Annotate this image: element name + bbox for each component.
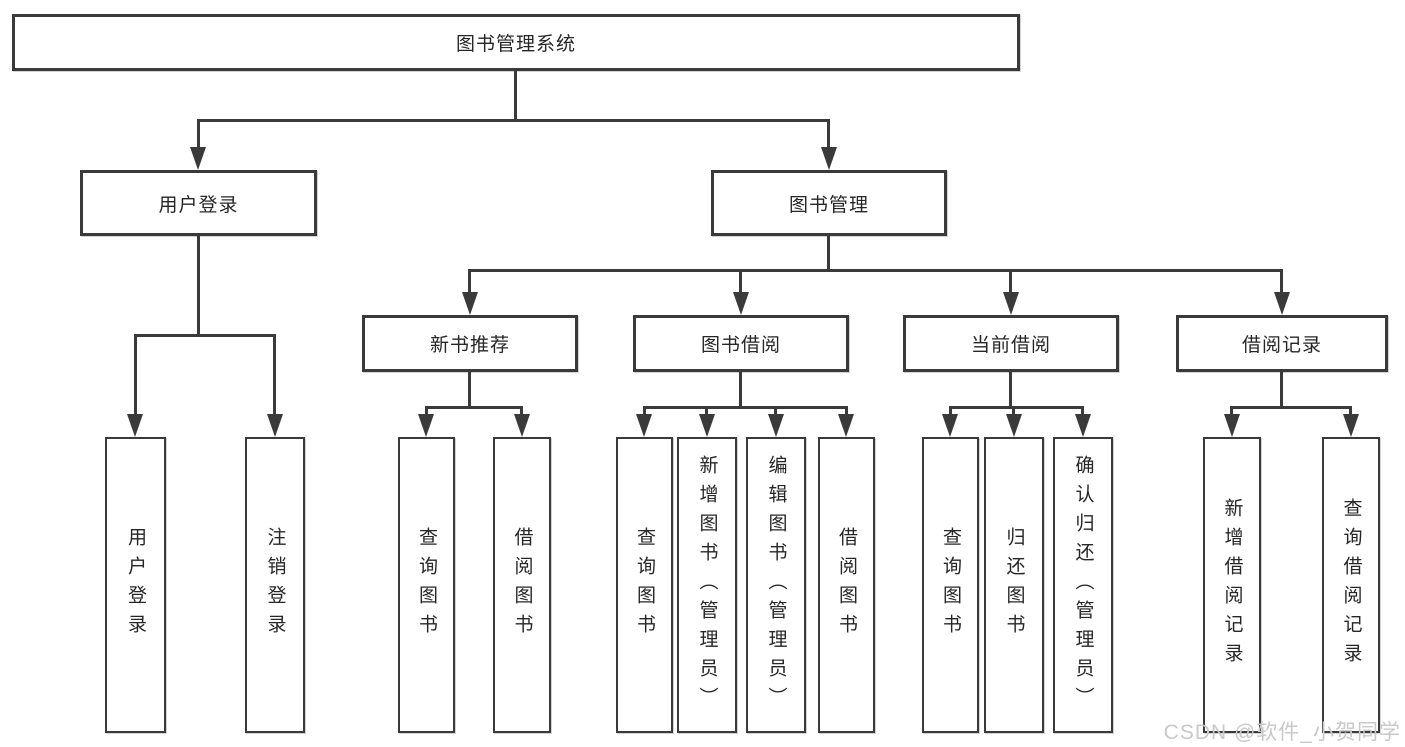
edge-root-stem bbox=[514, 70, 517, 121]
edge-drop-cb-confirm bbox=[1081, 406, 1084, 416]
arrow-down-icon bbox=[699, 414, 715, 437]
leaf-br-add-record-label: 新增借阅记录 bbox=[1221, 498, 1243, 672]
leaf-nb-borrow-books: 借阅图书 bbox=[493, 437, 551, 733]
arrow-down-icon bbox=[267, 414, 283, 437]
edge-drop-bb-borrow bbox=[845, 406, 848, 416]
arrow-down-icon bbox=[821, 147, 837, 170]
node-user-login: 用户登录 bbox=[80, 170, 317, 236]
edge-level2-bar bbox=[197, 119, 830, 122]
leaf-bb-add-books-label: 新增图书（管理员） bbox=[696, 454, 718, 716]
leaf-bb-add-books: 新增图书（管理员） bbox=[677, 437, 737, 733]
edge-drop-br-query bbox=[1349, 406, 1352, 416]
node-book-mgmt: 图书管理 bbox=[711, 170, 947, 236]
edge-drop-book-borrow bbox=[739, 269, 742, 295]
node-book-mgmt-label: 图书管理 bbox=[788, 194, 869, 216]
edge-drop-bb-query bbox=[643, 406, 646, 416]
leaf-bb-borrow-books: 借阅图书 bbox=[818, 437, 875, 733]
edge-borrow-records-bar bbox=[1230, 406, 1352, 409]
node-root-label: 图书管理系统 bbox=[455, 34, 576, 55]
leaf-cb-confirm-return-label: 确认归还（管理员） bbox=[1072, 454, 1094, 716]
edge-borrow-records-stem bbox=[1280, 372, 1283, 409]
arrow-down-icon bbox=[942, 414, 958, 437]
leaf-bb-edit-books-label: 编辑图书（管理员） bbox=[765, 454, 787, 716]
edge-drop-cb-return bbox=[1012, 406, 1015, 416]
arrow-down-icon bbox=[1006, 414, 1022, 437]
edge-drop-leaf-logout bbox=[273, 334, 276, 416]
leaf-bb-borrow-books-label: 借阅图书 bbox=[836, 527, 857, 643]
arrow-down-icon bbox=[514, 414, 530, 437]
edge-drop-bb-add bbox=[705, 406, 708, 416]
leaf-br-add-record: 新增借阅记录 bbox=[1203, 437, 1261, 733]
leaf-nb-query-books: 查询图书 bbox=[398, 437, 455, 733]
leaf-bb-query-books: 查询图书 bbox=[616, 437, 673, 733]
arrow-down-icon bbox=[1274, 292, 1290, 315]
edge-drop-br-add bbox=[1230, 406, 1233, 416]
arrow-down-icon bbox=[838, 414, 854, 437]
leaf-br-query-record-label: 查询借阅记录 bbox=[1340, 498, 1362, 672]
arrow-down-icon bbox=[127, 414, 143, 437]
arrow-down-icon bbox=[1224, 414, 1240, 437]
watermark: CSDN @软件_小贺同学 bbox=[1163, 721, 1401, 744]
edge-level3-bar bbox=[468, 269, 1283, 272]
edge-user-login-stem bbox=[197, 236, 200, 336]
edge-current-borrow-bar bbox=[949, 406, 1084, 409]
edge-drop-book-mgmt bbox=[827, 119, 830, 150]
edge-drop-nb-query bbox=[425, 406, 428, 416]
edge-drop-cb-query bbox=[949, 406, 952, 416]
edge-current-borrow-stem bbox=[1009, 372, 1012, 409]
node-current-borrow: 当前借阅 bbox=[903, 315, 1119, 372]
leaf-user-login-label: 用户登录 bbox=[125, 527, 146, 643]
leaf-cb-query-books: 查询图书 bbox=[922, 437, 979, 733]
edge-book-borrow-stem bbox=[739, 372, 742, 409]
arrow-down-icon bbox=[768, 414, 784, 437]
node-new-book-rec: 新书推荐 bbox=[362, 315, 578, 372]
edge-drop-new-book-rec bbox=[468, 269, 471, 295]
leaf-cb-return-books: 归还图书 bbox=[984, 437, 1044, 733]
leaf-nb-query-books-label: 查询图书 bbox=[416, 527, 437, 643]
edge-drop-leaf-user-login bbox=[134, 334, 137, 416]
leaf-cb-confirm-return: 确认归还（管理员） bbox=[1053, 437, 1113, 733]
edge-drop-borrow-records bbox=[1280, 269, 1283, 295]
edge-book-borrow-bar bbox=[643, 406, 848, 409]
leaf-cb-return-books-label: 归还图书 bbox=[1003, 527, 1025, 643]
edge-new-book-rec-bar bbox=[425, 406, 523, 409]
leaf-bb-edit-books: 编辑图书（管理员） bbox=[746, 437, 806, 733]
arrow-down-icon bbox=[636, 414, 652, 437]
arrow-down-icon bbox=[418, 414, 434, 437]
arrow-down-icon bbox=[1075, 414, 1091, 437]
leaf-logout: 注销登录 bbox=[245, 437, 305, 733]
arrow-down-icon bbox=[1343, 414, 1359, 437]
leaf-cb-query-books-label: 查询图书 bbox=[940, 527, 961, 643]
arrow-down-icon bbox=[1003, 292, 1019, 315]
arrow-down-icon bbox=[462, 292, 478, 315]
edge-drop-user-login bbox=[197, 119, 200, 150]
leaf-br-query-record: 查询借阅记录 bbox=[1322, 437, 1380, 733]
edge-book-mgmt-stem bbox=[827, 236, 830, 271]
edge-user-login-bar bbox=[134, 334, 276, 337]
leaf-nb-borrow-books-label: 借阅图书 bbox=[511, 527, 533, 643]
node-book-borrow: 图书借阅 bbox=[633, 315, 849, 372]
node-new-book-rec-label: 新书推荐 bbox=[429, 335, 510, 356]
edge-new-book-rec-stem bbox=[468, 372, 471, 409]
node-user-login-label: 用户登录 bbox=[158, 194, 239, 216]
arrow-down-icon bbox=[190, 147, 206, 170]
node-current-borrow-label: 当前借阅 bbox=[970, 335, 1051, 356]
edge-drop-nb-borrow bbox=[520, 406, 523, 416]
edge-drop-bb-edit bbox=[774, 406, 777, 416]
node-borrow-records-label: 借阅记录 bbox=[1241, 335, 1322, 356]
edge-drop-current-borrow bbox=[1009, 269, 1012, 295]
node-borrow-records: 借阅记录 bbox=[1176, 315, 1388, 372]
leaf-logout-label: 注销登录 bbox=[264, 527, 286, 643]
node-book-borrow-label: 图书借阅 bbox=[700, 335, 781, 356]
arrow-down-icon bbox=[733, 292, 749, 315]
node-root: 图书管理系统 bbox=[12, 14, 1020, 71]
leaf-bb-query-books-label: 查询图书 bbox=[634, 527, 655, 643]
leaf-user-login: 用户登录 bbox=[105, 437, 166, 733]
